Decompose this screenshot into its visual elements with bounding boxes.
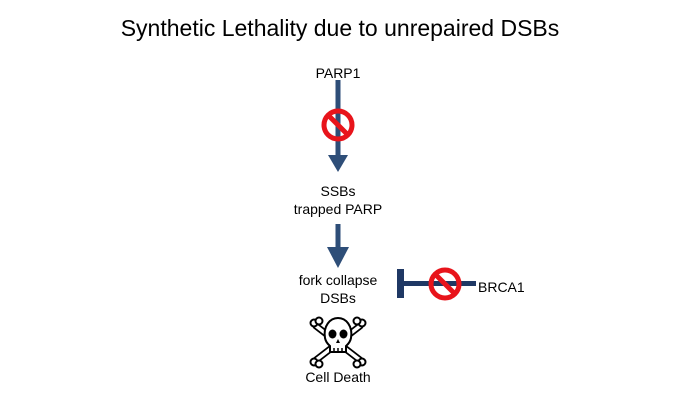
skull-crossbones-icon (309, 316, 367, 369)
node-ssbs-line1: SSBs (320, 183, 356, 199)
arrow-parp1-to-ssbs (328, 80, 348, 172)
node-ssbs-line2: trapped PARP (293, 201, 383, 217)
prohibition-sign-icon (321, 108, 355, 142)
node-fork-line1: fork collapse (298, 272, 378, 288)
node-cell-death: Cell Death (305, 369, 371, 385)
inhibitor-brca1-to-fork (397, 269, 476, 298)
diagram-title: Synthetic Lethality due to unrepaired DS… (120, 15, 560, 41)
node-parp1: PARP1 (315, 65, 361, 81)
node-fork-collapse-dsbs: fork collapse DSBs (258, 271, 418, 307)
inhibitor-stem (400, 281, 476, 286)
arrow-ssbs-to-fork (327, 224, 349, 268)
node-ssbs-trapped-parp: SSBs trapped PARP (268, 182, 408, 218)
arrow-head (328, 155, 348, 172)
inhibitor-bar (397, 269, 404, 298)
node-fork-line2: DSBs (320, 290, 356, 306)
node-brca1: BRCA1 (478, 279, 525, 295)
arrow-shaft (335, 224, 341, 248)
arrow-shaft (335, 80, 341, 156)
prohibition-sign-icon (428, 267, 462, 301)
arrow-head (327, 247, 349, 268)
